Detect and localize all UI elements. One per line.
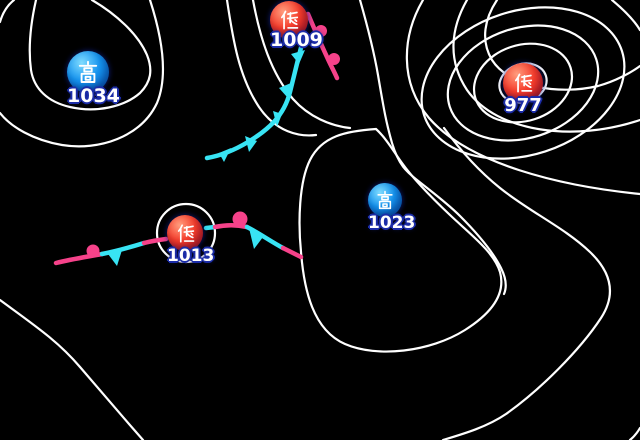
warm-front-bump-icon [328, 53, 340, 65]
isobar [446, 24, 600, 142]
high-kanji-icon [78, 60, 98, 83]
isobar [28, 0, 152, 111]
warm-front-line [305, 11, 340, 81]
warm-front-bump-icon [86, 244, 100, 258]
cold-front-triangle-icon [249, 228, 263, 249]
isobar [405, 0, 640, 196]
cold-front-triangle-icon [245, 136, 257, 152]
isobar [472, 42, 574, 124]
stationary-front-warm-segment [212, 222, 250, 230]
pressure-system-high-1034: 高 1034 [67, 51, 120, 107]
cold-front-triangles [219, 50, 305, 162]
isobar [452, 0, 640, 133]
cold-front-triangle-icon [219, 148, 231, 162]
cold-front-triangle-icon [279, 83, 291, 97]
isobar [610, 0, 640, 32]
low-symbol-circle: 低 [503, 63, 543, 103]
isobar [0, 298, 145, 440]
low-kanji-icon [514, 73, 533, 93]
low-kanji-icon [280, 10, 299, 30]
stationary-front-line [53, 211, 304, 266]
high-symbol-circle: 高 [368, 183, 402, 217]
pressure-value: 1013 [167, 246, 215, 266]
isobar [420, 6, 626, 160]
pressure-system-low-1009: 低 1009 [270, 1, 323, 51]
isobar [628, 426, 640, 440]
pressure-system-high-1023: 高 1023 [368, 183, 415, 233]
cold-front-path [204, 33, 307, 161]
low-kanji-icon [177, 223, 194, 243]
stationary-front-cold-segment [99, 240, 147, 257]
cold-front-triangle-icon [291, 50, 305, 64]
cold-front-triangle-icon [273, 111, 282, 127]
isobar [0, 0, 165, 148]
high-kanji-icon [377, 190, 393, 210]
stationary-front-warm-segment [280, 245, 304, 260]
warm-front-bumps [315, 25, 340, 65]
warm-front-path [305, 11, 340, 81]
stationary-front-cold-segment [244, 224, 286, 251]
pressure-system-low-1013: 低 1013 [167, 215, 214, 266]
cold-front-line [204, 33, 307, 162]
isobar [441, 126, 611, 440]
isobar [298, 127, 503, 353]
pressure-value: 1009 [270, 29, 323, 51]
low-977-rings [420, 6, 626, 160]
low-symbol-circle: 低 [270, 1, 308, 39]
pressure-value: 977 [504, 95, 542, 116]
pressure-value: 1034 [67, 85, 120, 107]
isobar [251, 0, 352, 130]
low-symbol-circle: 低 [167, 215, 203, 251]
warm-front-bump-icon [315, 25, 327, 37]
cold-front-triangle-icon [108, 250, 122, 266]
pressure-system-low-977: 低 977 [503, 63, 543, 116]
pressure-value: 1023 [368, 213, 416, 233]
isobar [0, 0, 16, 24]
stationary-front-warm-segment [141, 236, 169, 246]
isobar [225, 0, 318, 137]
isobar [155, 202, 217, 264]
warm-front-bump-icon [232, 211, 248, 227]
high-symbol-circle: 高 [67, 51, 109, 93]
